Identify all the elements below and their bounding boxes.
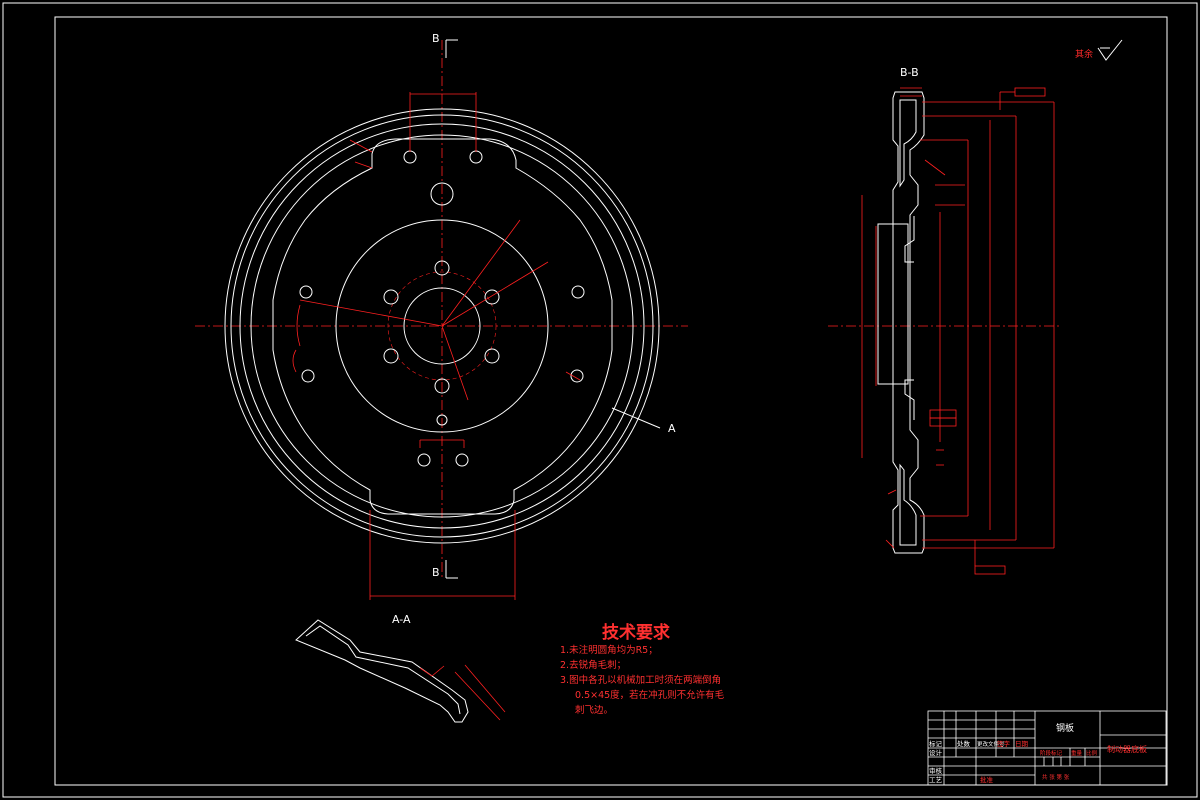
inner-border bbox=[54, 16, 1168, 786]
section-bb-title: B-B bbox=[900, 66, 919, 79]
title-block bbox=[927, 710, 1167, 786]
title-block-design: 设计 bbox=[929, 748, 943, 757]
title-block-count: 处数 bbox=[957, 739, 971, 748]
title-block-weight: 重量 bbox=[1071, 749, 1083, 757]
title-block-sheet: 共 张 第 张 bbox=[1042, 773, 1070, 781]
roughness-note-label: 其余 bbox=[1075, 48, 1093, 60]
title-block-review: 审核 bbox=[929, 766, 943, 775]
roughness-note: 其余 bbox=[1075, 39, 1123, 61]
requirement-item-4: 0.5×45度，若在冲孔则不允许有毛 bbox=[575, 689, 725, 701]
section-b-top-label: B bbox=[432, 32, 440, 45]
title-block-date: 日期 bbox=[1015, 740, 1029, 748]
section-b-bottom-label: B bbox=[432, 566, 440, 579]
title-block-stage: 阶段标记 bbox=[1040, 749, 1063, 757]
requirement-item-5: 刺飞边。 bbox=[575, 705, 613, 716]
front-view bbox=[195, 39, 688, 600]
requirement-item-3: 3.图中各孔以机械加工时须在两端倒角 bbox=[560, 674, 721, 686]
title-block-process: 工艺 bbox=[929, 776, 943, 784]
requirement-item-2: 2.去锐角毛刺； bbox=[560, 659, 626, 671]
section-view-bb bbox=[828, 87, 1060, 575]
title-block-material: 钢板 bbox=[1056, 722, 1074, 734]
section-aa-title: A-A bbox=[392, 613, 411, 626]
title-block-mark: 标记 bbox=[929, 739, 943, 748]
title-block-part-name: 制动器底板 bbox=[1107, 744, 1147, 754]
title-block-scale: 比例 bbox=[1086, 749, 1098, 757]
section-view-aa bbox=[295, 619, 506, 723]
title-block-sign: 签字 bbox=[997, 739, 1011, 748]
section-a-label: A bbox=[668, 422, 676, 435]
title-block-change-doc: 更改文件号 bbox=[977, 740, 1005, 748]
requirements-title: 技术要求 bbox=[602, 622, 670, 643]
requirement-item-1: 1.未注明圆角均为R5； bbox=[560, 644, 658, 656]
title-block-approve: 批准 bbox=[980, 775, 994, 784]
technical-requirements: 技术要求 1.未注明圆角均为R5； 2.去锐角毛刺； 3.图中各孔以机械加工时须… bbox=[560, 622, 725, 716]
